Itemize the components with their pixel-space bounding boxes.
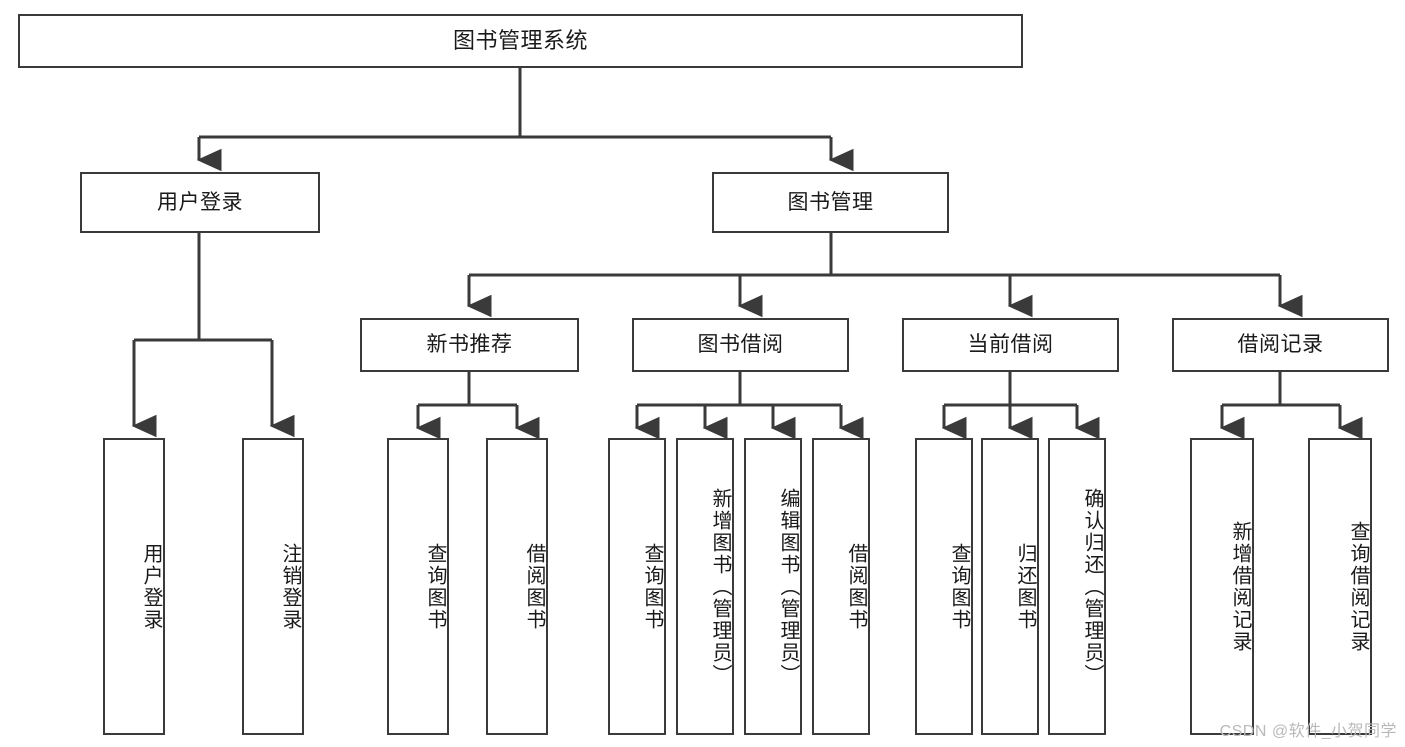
- node-root-book-management-system[interactable]: 图书管理系统: [18, 14, 1023, 68]
- node-label: 借阅图书: [845, 542, 867, 631]
- node-book-management[interactable]: 图书管理: [712, 172, 949, 233]
- node-label: 图书借阅: [697, 333, 784, 357]
- leaf-add-book-admin[interactable]: 新增图书（管理员）: [676, 438, 734, 735]
- node-label: 当前借阅: [967, 333, 1054, 357]
- node-label: 注销登录: [279, 542, 301, 631]
- leaf-add-borrow-record[interactable]: 新增借阅记录: [1190, 438, 1254, 735]
- node-label: 图书管理: [787, 190, 874, 214]
- node-label: 查询图书: [424, 542, 446, 631]
- node-label: 新增借阅记录: [1229, 520, 1251, 653]
- leaf-edit-book-admin[interactable]: 编辑图书（管理员）: [744, 438, 802, 735]
- node-label: 图书管理系统: [452, 27, 588, 53]
- node-label: 归还图书: [1014, 542, 1036, 631]
- node-current-borrow[interactable]: 当前借阅: [902, 318, 1119, 372]
- node-label: 查询借阅记录: [1347, 520, 1369, 653]
- node-label: 新增图书（管理员）: [709, 487, 731, 686]
- node-label: 用户登录: [140, 542, 162, 631]
- leaf-logout-login[interactable]: 注销登录: [242, 438, 304, 735]
- leaf-return-book[interactable]: 归还图书: [981, 438, 1039, 735]
- csdn-watermark: CSDN @软件_小贺同学: [1219, 723, 1397, 740]
- leaf-query-book-current[interactable]: 查询图书: [915, 438, 973, 735]
- node-book-borrow[interactable]: 图书借阅: [632, 318, 849, 372]
- leaf-borrow-book-borrow[interactable]: 借阅图书: [812, 438, 870, 735]
- leaf-user-login[interactable]: 用户登录: [103, 438, 165, 735]
- node-new-book-recommend[interactable]: 新书推荐: [360, 318, 579, 372]
- leaf-query-book-borrow[interactable]: 查询图书: [608, 438, 666, 735]
- node-label: 编辑图书（管理员）: [777, 487, 799, 686]
- node-label: 查询图书: [641, 542, 663, 631]
- leaf-confirm-return-admin[interactable]: 确认归还（管理员）: [1048, 438, 1106, 735]
- leaf-query-book-recommend[interactable]: 查询图书: [387, 438, 449, 735]
- node-label: 确认归还（管理员）: [1081, 487, 1103, 686]
- node-label: 用户登录: [157, 190, 243, 214]
- leaf-borrow-book-recommend[interactable]: 借阅图书: [486, 438, 548, 735]
- node-label: 查询图书: [948, 542, 970, 631]
- node-label: 借阅图书: [523, 542, 545, 631]
- leaf-query-borrow-record[interactable]: 查询借阅记录: [1308, 438, 1372, 735]
- node-label: 新书推荐: [426, 333, 513, 357]
- node-label: 借阅记录: [1237, 333, 1324, 357]
- node-user-login[interactable]: 用户登录: [80, 172, 320, 233]
- node-borrow-record[interactable]: 借阅记录: [1172, 318, 1389, 372]
